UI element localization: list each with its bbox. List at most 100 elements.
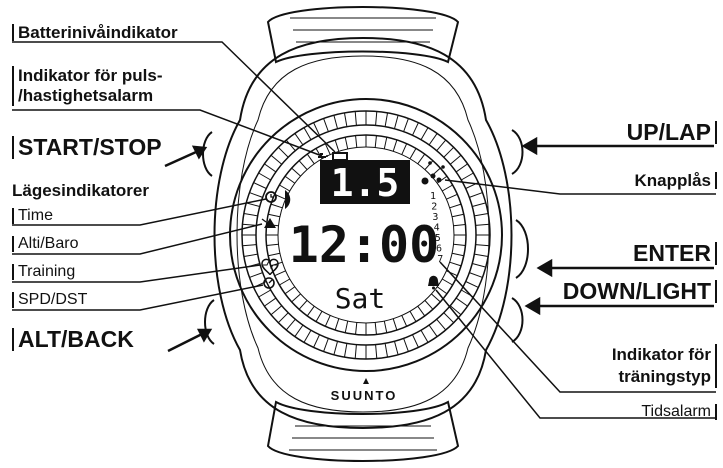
bezel-tick — [264, 163, 277, 173]
top-value-box — [320, 160, 410, 204]
pulse-alarm-label-line2: /hastighetsalarm — [18, 86, 154, 105]
heart-icon — [261, 258, 279, 276]
mode-indicators-heading: Lägesindikatorer — [12, 181, 149, 200]
brand-triangle-icon — [363, 378, 369, 384]
segment-tick — [417, 305, 426, 317]
bezel-tick — [474, 253, 489, 258]
bezel-tick — [403, 118, 409, 132]
bottom-strap — [266, 400, 460, 462]
bezel-tick — [475, 223, 490, 226]
segment-tick — [270, 203, 283, 209]
segment-tick — [274, 270, 286, 277]
bezel-tick — [294, 133, 304, 146]
bezel-tick — [461, 172, 474, 181]
bezel-tick — [472, 202, 486, 208]
time-alarm-label: Tidsalarm — [641, 404, 717, 420]
bezel-tick — [258, 172, 271, 181]
bezel-tick — [449, 154, 462, 165]
bezel-tick — [246, 202, 260, 208]
segment-tick — [334, 139, 340, 152]
bezel-tick — [258, 289, 271, 298]
alt-back-label: ALT/BACK — [12, 328, 134, 351]
bezel-tick — [313, 122, 320, 136]
segment-tick — [424, 300, 434, 310]
bezel-tick — [277, 312, 289, 324]
mode-pointer-icon — [285, 190, 291, 209]
segment-tick — [334, 318, 340, 331]
segment-tick — [291, 293, 301, 303]
training-number: 3 — [432, 212, 438, 223]
bezel-tick — [474, 212, 489, 217]
top-value: 1.5 — [331, 161, 400, 205]
segment-tick — [291, 167, 301, 177]
time-value: 12:00 — [289, 216, 440, 274]
bezel-tick — [375, 344, 378, 359]
segment-tick — [279, 184, 291, 192]
training-number: 6 — [436, 244, 442, 255]
segment-tick — [449, 261, 462, 267]
leader-lines — [12, 41, 716, 419]
bezel-tick — [449, 305, 462, 316]
bezel-tick — [323, 338, 329, 352]
bezel-tick — [242, 244, 257, 247]
bezel-tick — [436, 139, 447, 152]
down-light-label: DOWN/LIGHT — [563, 280, 717, 303]
segment-tick — [409, 148, 417, 160]
bezel-tick — [393, 115, 399, 129]
bell-icon — [428, 275, 439, 290]
bezel-tick — [469, 192, 483, 198]
segment-tick — [383, 320, 388, 333]
day-value: Sat — [335, 282, 386, 315]
bezel-tick — [412, 122, 419, 136]
bezel-tick — [313, 334, 320, 348]
segment-tick — [374, 322, 377, 335]
segment-tick — [431, 293, 441, 303]
pulse-alarm-label: Indikator för puls- /hastighetsalarm — [12, 66, 163, 106]
bezel-tick — [475, 244, 490, 247]
alt-back-button-shape — [204, 299, 215, 345]
bezel-tick — [303, 127, 312, 140]
bezel-tick — [285, 139, 296, 152]
training-type-label-line2: träningstyp — [618, 367, 711, 386]
start-stop-button-shape — [202, 131, 213, 177]
bezel-tick — [428, 133, 438, 146]
segment-tick — [268, 213, 281, 218]
pulse-alarm-label-line1: Indikator för puls- — [18, 66, 163, 85]
segment-tick — [374, 135, 377, 148]
bezel-tick — [253, 182, 267, 189]
bezel-tick — [455, 163, 468, 173]
training-number: 4 — [434, 223, 440, 234]
bezel-tick — [249, 272, 263, 278]
bezel-tick — [333, 341, 339, 355]
segment-tick — [268, 252, 281, 257]
segment-tick — [306, 305, 315, 317]
mountain-icon — [261, 218, 276, 228]
training-type-label: Indikator för träningstyp — [612, 344, 717, 388]
training-number: 1 — [430, 191, 436, 202]
bezel-tick — [465, 281, 479, 288]
segment-tick — [453, 243, 466, 246]
up-lap-button-shape — [511, 129, 524, 175]
bezel-tick — [384, 343, 389, 358]
segment-tick — [453, 224, 466, 227]
segment-tick — [417, 153, 426, 165]
segment-tick — [446, 193, 458, 200]
top-strap — [266, 6, 460, 64]
segment-tick — [451, 252, 464, 257]
bezel-tick — [249, 192, 263, 198]
bezel-tick — [277, 146, 289, 158]
segment-tick — [401, 143, 408, 155]
bezel-tick — [472, 262, 486, 268]
segment-tick — [451, 213, 464, 218]
segment-tick — [298, 300, 308, 310]
battery-icon — [318, 152, 348, 161]
bezel-tick — [243, 253, 258, 258]
bezel-tick — [294, 324, 304, 337]
segment-tick — [392, 139, 398, 152]
segment-tick — [401, 315, 408, 327]
segment-tick — [284, 175, 296, 184]
bezel-tick — [270, 154, 283, 165]
mode-label-alti-baro: Alti/Baro — [12, 236, 78, 252]
bezel-outer — [229, 98, 503, 372]
